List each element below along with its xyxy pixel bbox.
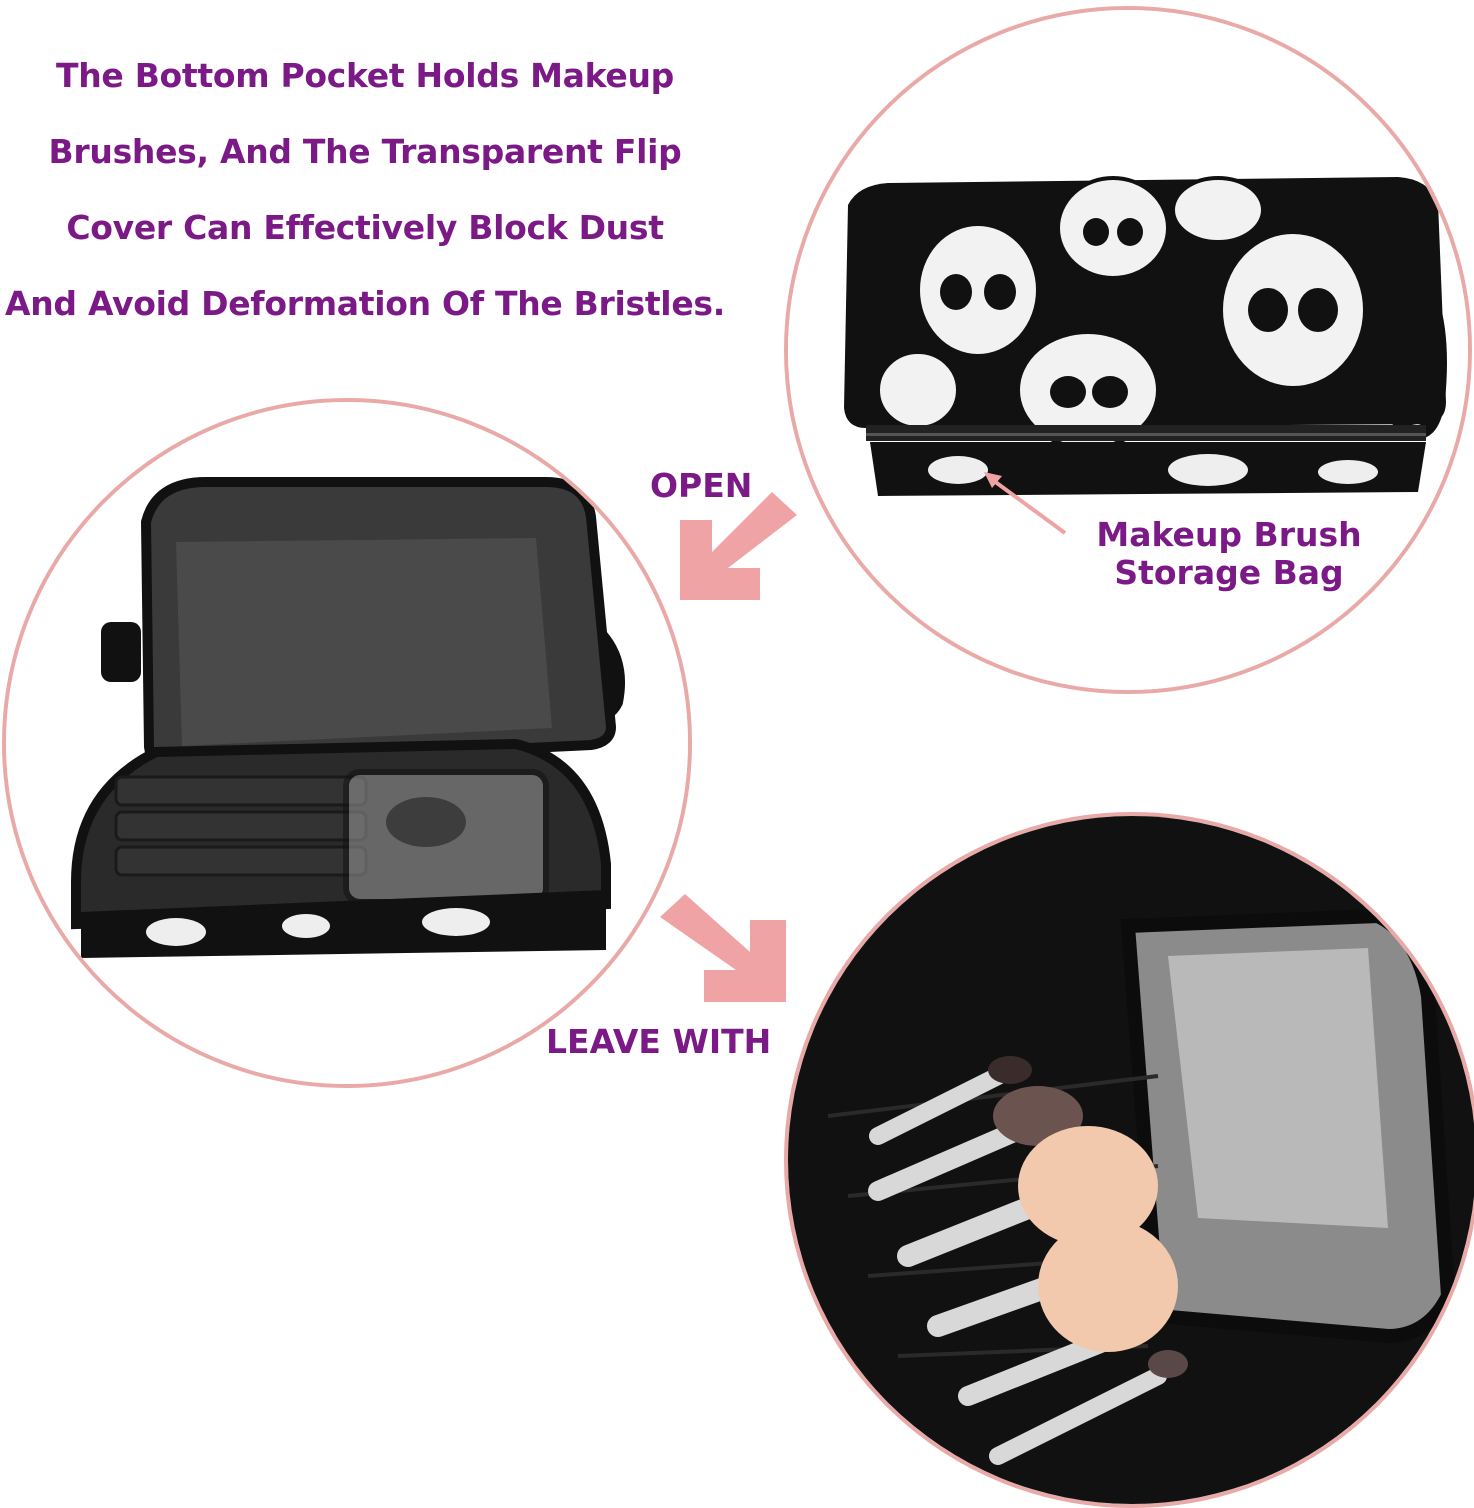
closed-bag-illustration xyxy=(788,10,1468,690)
closed-bag-photo xyxy=(784,6,1472,694)
leave-with-label: LEAVE WITH xyxy=(546,1022,772,1061)
storage-label-line-2: Storage Bag xyxy=(1114,553,1344,592)
open-bag-photo xyxy=(2,398,692,1088)
headline-line-2: Brushes, And The Transparent Flip xyxy=(48,132,682,171)
headline-text: The Bottom Pocket Holds Makeup Brushes, … xyxy=(0,38,730,342)
arrow-down-right-icon xyxy=(660,894,786,1002)
brushes-photo xyxy=(784,812,1474,1508)
open-bag-illustration xyxy=(6,402,688,1084)
headline-line-3: Cover Can Effectively Block Dust xyxy=(66,208,664,247)
storage-bag-label: Makeup Brush Storage Bag xyxy=(1094,516,1364,592)
storage-label-line-1: Makeup Brush xyxy=(1096,515,1362,554)
headline-line-4: And Avoid Deformation Of The Bristles. xyxy=(5,284,725,323)
open-label: OPEN xyxy=(650,466,753,505)
headline-line-1: The Bottom Pocket Holds Makeup xyxy=(56,56,674,95)
brushes-illustration xyxy=(788,816,1474,1504)
arrow-down-left-icon xyxy=(680,492,797,600)
pointer-arrow-icon xyxy=(984,472,1067,535)
